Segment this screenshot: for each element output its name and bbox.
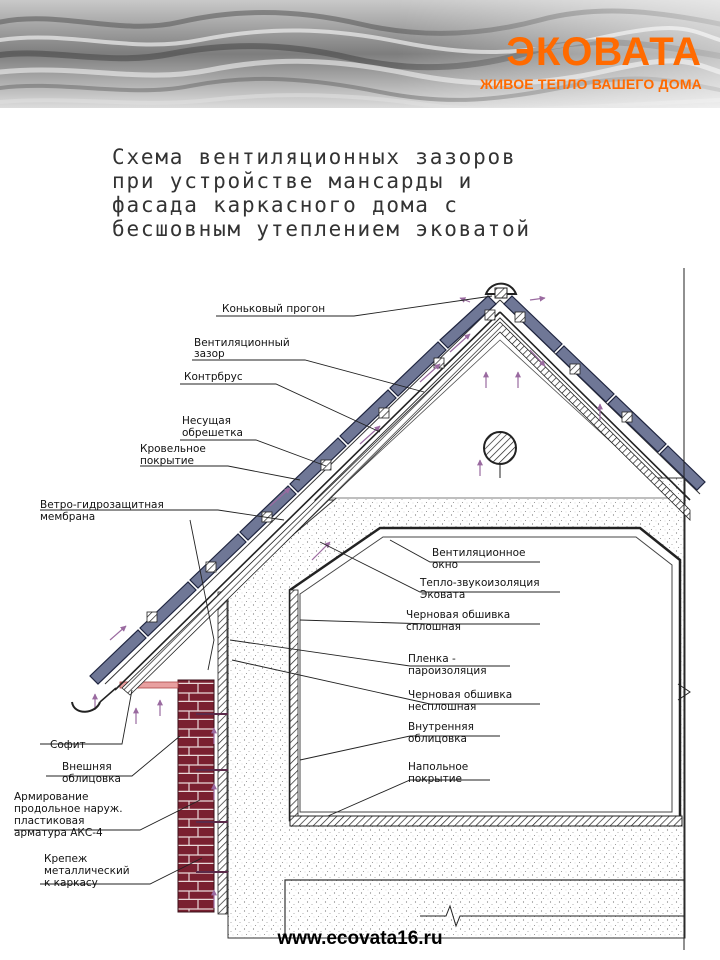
label-fastener: металлический bbox=[44, 865, 130, 877]
label-inner-lining: облицовка bbox=[408, 733, 467, 745]
label-film: пароизоляция bbox=[408, 665, 487, 677]
label-fastener: к каркасу bbox=[44, 877, 98, 889]
label-vent-window: окно bbox=[432, 559, 458, 571]
wall-ties bbox=[196, 713, 228, 873]
title-line: при устройстве мансарды и bbox=[112, 169, 474, 193]
label-lathing: обрешетка bbox=[182, 427, 243, 439]
brand-name: ЭКОВАТА bbox=[506, 30, 702, 74]
label-rough-solid: Черновая обшивка bbox=[406, 609, 510, 621]
label-outer: облицовка bbox=[62, 773, 121, 785]
outer-sheathing bbox=[217, 591, 228, 915]
brand-block: ЭКОВАТА ЖИВОЕ ТЕПЛО ВАШЕГО ДОМА bbox=[480, 32, 702, 92]
brand-slogan: ЖИВОЕ ТЕПЛО ВАШЕГО ДОМА bbox=[480, 76, 702, 92]
label-insulation: Эковата bbox=[420, 589, 465, 601]
lower-floor-edge bbox=[284, 879, 685, 938]
title-line: Схема вентиляционных зазоров bbox=[112, 145, 517, 169]
label-roofing: Кровельное bbox=[140, 443, 206, 455]
label-fastener: Крепеж bbox=[44, 853, 88, 865]
inner-lining bbox=[299, 536, 673, 813]
title-line: фасада каркасного дома с bbox=[112, 193, 459, 217]
header-banner: ЭКОВАТА ЖИВОЕ ТЕПЛО ВАШЕГО ДОМА bbox=[0, 0, 720, 108]
label-rough-sparse: несплошная bbox=[408, 701, 476, 713]
water-texture bbox=[0, 0, 720, 108]
label-vent-gap: зазор bbox=[194, 348, 225, 360]
label-lathing: Несущая bbox=[182, 415, 231, 427]
label-floor: покрытие bbox=[408, 773, 462, 785]
label-ridge: Коньковый прогон bbox=[222, 303, 325, 315]
label-roofing: покрытие bbox=[140, 455, 194, 467]
label-inner-lining: Внутренняя bbox=[408, 721, 474, 733]
label-vent-window: Вентиляционное bbox=[432, 547, 526, 559]
label-rough-sparse: Черновая обшивка bbox=[408, 689, 512, 701]
label-reinforcement: пластиковая bbox=[14, 815, 84, 827]
label-reinforcement: Армирование bbox=[14, 791, 88, 803]
title-line: бесшовным утеплением эковатой bbox=[112, 217, 531, 241]
label-counter-batten: Контрбрус bbox=[184, 371, 243, 383]
label-vent-gap: Вентиляционный bbox=[194, 337, 290, 349]
label-film: Пленка - bbox=[408, 653, 456, 665]
label-insulation: Тепло-звукоизоляция bbox=[419, 577, 540, 589]
website-link[interactable]: www.ecovata16.ru bbox=[277, 928, 443, 949]
vent-window-icon bbox=[483, 431, 517, 465]
label-reinforcement: продольное наруж. bbox=[14, 803, 123, 815]
label-membrane: мембрана bbox=[40, 511, 95, 523]
scheme-title: Схема вентиляционных зазоров при устройс… bbox=[112, 145, 672, 241]
gutter bbox=[71, 701, 101, 713]
bottom-break-line bbox=[420, 904, 684, 928]
ridge-purlin bbox=[494, 287, 508, 299]
floor-covering bbox=[289, 815, 683, 827]
label-rough-solid: сплошная bbox=[406, 621, 461, 633]
label-floor: Напольное bbox=[408, 761, 468, 773]
label-outer: Внешняя bbox=[62, 761, 112, 773]
label-membrane: Ветро-гидрозащитная bbox=[40, 499, 164, 511]
leader-lines bbox=[14, 295, 560, 885]
label-reinforcement: арматура АКС-4 bbox=[14, 827, 103, 839]
diagram-labels: Коньковый прогон Вентиляционный зазор Ко… bbox=[14, 303, 540, 889]
brick-facade bbox=[177, 679, 215, 913]
label-soffit: Софит bbox=[50, 739, 86, 751]
wall-sheathing bbox=[289, 589, 299, 817]
attic-void bbox=[328, 339, 674, 499]
